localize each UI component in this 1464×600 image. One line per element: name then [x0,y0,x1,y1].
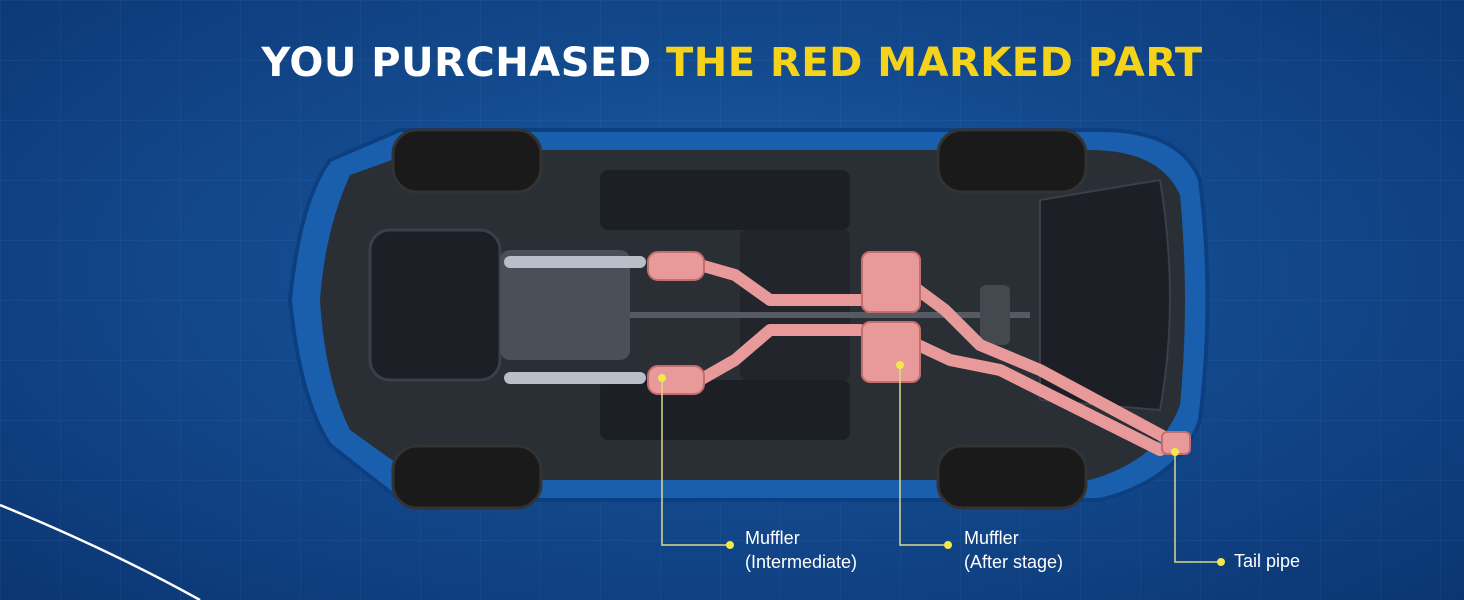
callout-line1: Muffler [964,528,1019,548]
callout-lines [661,365,1218,563]
callout-muffler-intermediate: Muffler (Intermediate) [745,526,857,574]
callout-line1: Tail pipe [1234,551,1301,571]
wheels [391,128,1088,510]
headline-highlight: THE RED MARKED PART [665,40,1203,86]
callout-line2: (After stage) [964,552,1064,572]
headline: YOU PURCHASED THE RED MARKED PART [0,40,1464,86]
callout-line2: (Intermediate) [745,552,858,572]
callout-tail-pipe: Tail pipe [1234,549,1300,573]
front-pipes [504,256,646,384]
car-body [287,128,1210,502]
exhaust-components [647,251,1191,455]
callout-dots [658,361,1225,566]
decorative-arc [0,503,201,600]
headline-white: YOU PURCHASED [261,40,666,86]
callout-line1: Muffler [745,528,800,548]
callout-muffler-after-stage: Muffler (After stage) [964,526,1063,574]
exhaust-system [694,259,1176,456]
